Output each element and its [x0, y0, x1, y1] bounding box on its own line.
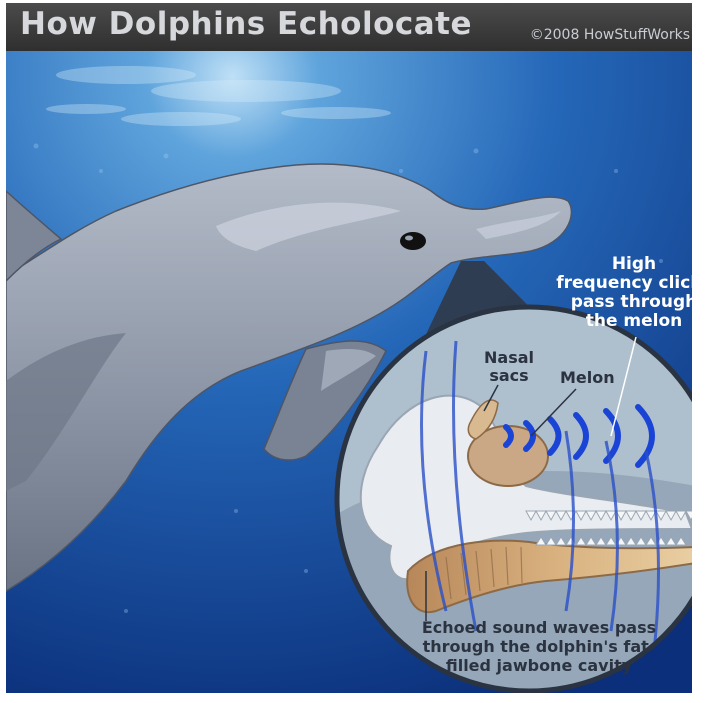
title-bar: How Dolphins Echolocate ©2008 HowStuffWo…: [6, 3, 692, 53]
clicks-label-line-3: pass through: [571, 292, 692, 312]
nasal-label-line-2: sacs: [489, 366, 528, 385]
nasal-label-line-1: Nasal: [484, 348, 534, 367]
echolocation-illustration: High frequency clicks pass through the m…: [6, 51, 692, 693]
echo-label-line-1: Echoed sound waves pass: [422, 618, 656, 637]
clicks-label-line-4: the melon: [586, 311, 683, 331]
echo-label-line-3: filled jawbone cavity: [446, 656, 633, 675]
clicks-label-line-2: frequency clicks: [556, 273, 692, 293]
diagram-scene: How Dolphins Echolocate ©2008 HowStuffWo…: [6, 3, 692, 693]
echo-label-line-2: through the dolphin's fat-: [423, 637, 656, 656]
clicks-label-line-1: High: [612, 254, 656, 274]
copyright-notice: ©2008 HowStuffWorks: [530, 27, 690, 43]
dolphin-eye: [400, 232, 426, 250]
melon-label: Melon: [560, 368, 615, 387]
diagram-title: How Dolphins Echolocate: [20, 6, 472, 42]
